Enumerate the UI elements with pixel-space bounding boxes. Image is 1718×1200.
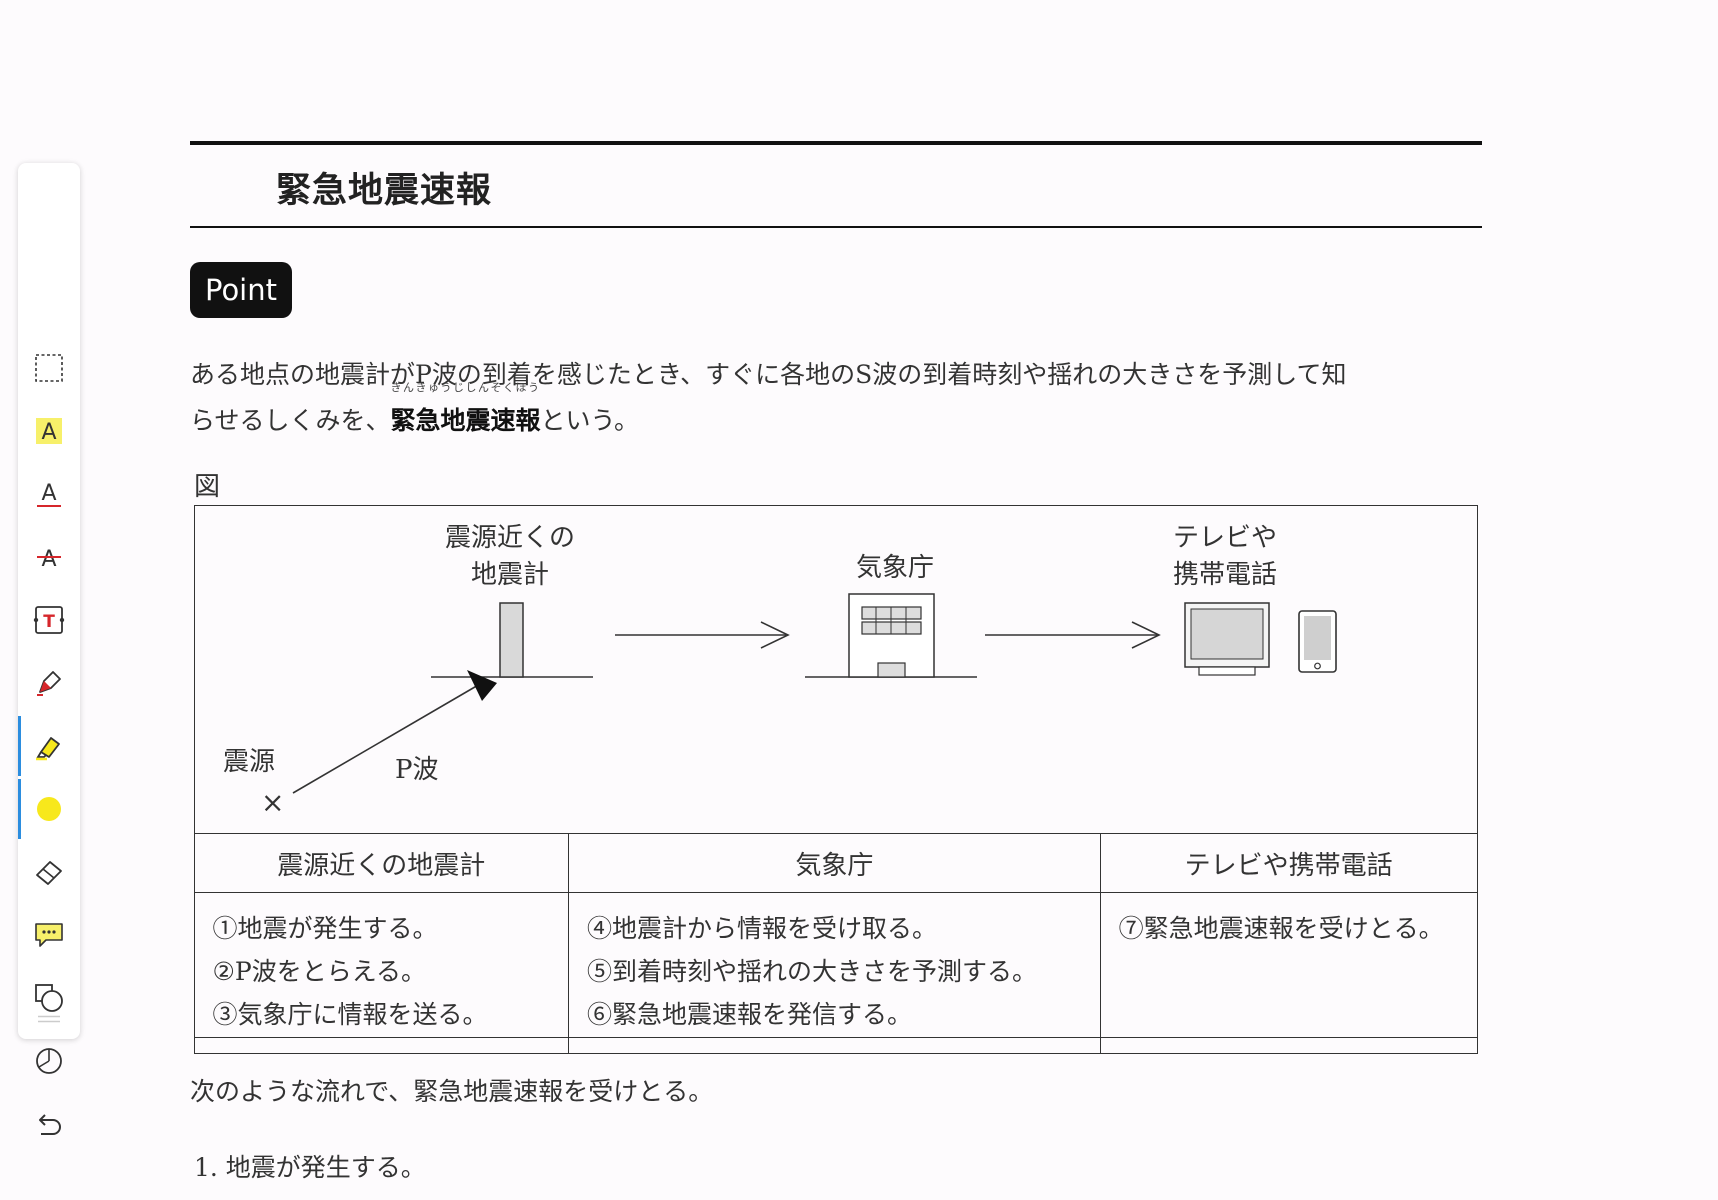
step-item: ⑦緊急地震速報を受けとる。 [1118, 914, 1444, 943]
undo-icon [39, 1114, 61, 1135]
step-item: ⑥緊急地震速報を発信する。 [587, 1000, 913, 1029]
dashed-rectangle-icon [35, 354, 63, 382]
flow-diagram: 震源近くの 地震計 気象庁 テレビや 携帯電話 震源 × P波 [195, 506, 1479, 834]
svg-text:A: A [41, 481, 56, 506]
step-item: ⑤到着時刻や揺れの大きさを予測する。 [587, 957, 1038, 986]
lasso-tool[interactable] [18, 1035, 80, 1087]
seismometer-label: 震源近くの 地震計 [395, 520, 625, 594]
figure: 震源近くの 地震計 気象庁 テレビや 携帯電話 震源 × P波 震源近くの地震計… [193, 505, 1479, 1054]
svg-text:A: A [41, 420, 56, 445]
table-header: 気象庁 [568, 833, 1101, 893]
paragraph-line-1: ある地点の地震計がP波の到着を感じたとき、すぐに各地のS波の到着時刻や揺れの大き… [190, 360, 1347, 389]
paragraph-line-2-start: らせるしくみを、 [190, 406, 391, 435]
text-box-icon: T [33, 606, 65, 634]
eraser-icon [36, 861, 62, 885]
arrow-to-agency [615, 621, 790, 649]
step-item: ②P波をとらえる。 [212, 957, 426, 986]
page-title: 緊急地震速報 [276, 171, 493, 211]
table-header-row: 震源近くの地震計 気象庁 テレビや携帯電話 [193, 833, 1478, 893]
pen-icon [37, 671, 61, 696]
table-row: ①地震が発生する。 ②P波をとらえる。 ③気象庁に情報を送る。 ④地震計から情報… [193, 892, 1478, 1054]
p-wave-label: P波 [395, 755, 439, 785]
highlight-text-tool[interactable]: A [18, 405, 80, 457]
flow-intro-text: 次のような流れで、緊急地震速報を受けとる。 [190, 1077, 714, 1106]
strikethrough-a-icon: A [37, 547, 61, 572]
title-top-rule [190, 141, 1482, 145]
devices-label-line-2: 携帯電話 [1172, 560, 1277, 590]
shapes-icon [35, 984, 63, 1012]
shape-tool[interactable] [18, 972, 80, 1024]
agency-label: 気象庁 [855, 553, 934, 583]
phone-icon [1298, 610, 1337, 673]
underline-a-icon: A [37, 481, 61, 507]
eraser-tool[interactable] [18, 846, 80, 898]
seismometer-label-line-1: 震源近くの [444, 523, 575, 553]
pen-tool[interactable] [18, 657, 80, 709]
epicenter-label: 震源 [223, 747, 276, 777]
comment-tool[interactable] [18, 909, 80, 961]
paragraph-line-2-end: という。 [540, 406, 640, 435]
step-item: ③気象庁に情報を送る。 [212, 1000, 488, 1029]
key-term-text: 緊急地震速報 [390, 406, 541, 435]
underline-text-tool[interactable]: A [18, 468, 80, 520]
table-cell-devices: ⑦緊急地震速報を受けとる。 [1099, 892, 1478, 1054]
list-item: 1. 地震が発生する。 [194, 1153, 426, 1182]
table-cell-agency: ④地震計から情報を受け取る。 ⑤到着時刻や揺れの大きさを予測する。 ⑥緊急地震速… [568, 892, 1101, 1054]
seismometer-icon [499, 602, 524, 678]
step-item: ①地震が発生する。 [212, 914, 438, 943]
table-header: テレビや携帯電話 [1099, 833, 1478, 893]
tv-icon [1184, 602, 1270, 676]
devices-label-line-1: テレビや [1172, 523, 1277, 553]
annotation-toolbar: A A A T [18, 163, 80, 1135]
figure-label: 図 [194, 472, 221, 502]
select-tool[interactable] [18, 342, 80, 394]
title-bottom-rule [190, 226, 1482, 228]
p-wave-arrow [292, 670, 497, 794]
drag-handle-icon[interactable] [38, 1015, 60, 1023]
point-paragraph: ある地点の地震計がP波の到着を感じたとき、すぐに各地のS波の到着時刻や揺れの大き… [190, 352, 1490, 444]
seismometer-label-line-2: 地震計 [470, 560, 549, 590]
table-cell-seismometer: ①地震が発生する。 ②P波をとらえる。 ③気象庁に情報を送る。 [193, 892, 570, 1054]
highlight-a-icon: A [36, 418, 62, 445]
epicenter-mark: × [261, 786, 285, 819]
highlighter-icon [36, 737, 60, 761]
table-header: 震源近くの地震計 [193, 833, 570, 893]
key-term: きんきゅうじしんそくほう緊急地震速報 [390, 382, 541, 444]
yellow-dot-icon [37, 797, 61, 821]
building-icon [848, 593, 935, 678]
strikethrough-text-tool[interactable]: A [18, 531, 80, 583]
svg-text:T: T [43, 612, 55, 632]
svg-text:A: A [41, 547, 56, 572]
point-badge: Point [190, 262, 292, 318]
step-item: ④地震計から情報を受け取る。 [587, 914, 938, 943]
paragraph-line-2: らせるしくみを、きんきゅうじしんそくほう緊急地震速報という。 [190, 382, 1490, 444]
flow-table: 震源近くの地震計 気象庁 テレビや携帯電話 ①地震が発生する。 ②P波をとらえる… [193, 833, 1478, 1054]
highlighter-tool[interactable] [18, 716, 80, 776]
diagram-graphics [292, 593, 1337, 794]
devices-label: テレビや 携帯電話 [1145, 520, 1305, 594]
color-picker[interactable] [18, 779, 80, 839]
undo-button[interactable] [18, 1098, 80, 1150]
lasso-icon [36, 1048, 62, 1074]
comment-icon [35, 923, 63, 947]
text-box-tool[interactable]: T [18, 594, 80, 646]
arrow-to-devices [985, 621, 1161, 649]
key-term-ruby: きんきゅうじしんそくほう [390, 381, 541, 394]
